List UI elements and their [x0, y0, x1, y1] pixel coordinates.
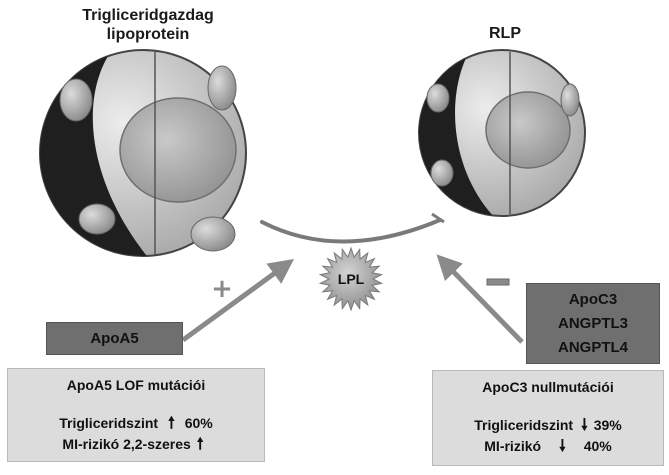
info-row-label: Trigliceridszint: [59, 415, 159, 431]
core-shape: [485, 91, 571, 169]
lpl-label: LPL: [338, 271, 365, 287]
apolipoprotein-blob: [78, 203, 116, 235]
down-arrow-icon: 🠗: [558, 438, 566, 455]
info-row-value: 39%: [593, 417, 622, 433]
apolipoprotein-blob: [426, 83, 450, 113]
particle-title-left: Trigliceridgazdag lipoprotein: [64, 6, 232, 44]
apolipoprotein-blob: [560, 83, 580, 117]
apoc3-null-info-box: ApoC3 nullmutációi Trigliceridszint 🠗 39…: [432, 370, 664, 466]
triglyceride-rich-lipoprotein-particle: [39, 49, 247, 257]
apolipoprotein-blob: [59, 78, 93, 122]
info-row-value: 60%: [184, 415, 213, 431]
inhibitor-box: ApoC3 ANGPTL3 ANGPTL4: [526, 283, 660, 364]
core-shape: [119, 97, 237, 203]
apolipoprotein-blob: [207, 65, 237, 111]
info-row-value: 40%: [583, 438, 612, 454]
inhibition-arrow: [436, 254, 524, 344]
inhibitor-item: ANGPTL3: [557, 315, 628, 332]
info-row: Trigliceridszint 🠕 60%: [8, 413, 264, 434]
info-row: MI-rizikó 🠗 40%: [433, 436, 663, 457]
activation-arrow: [181, 259, 295, 343]
info-row-label: MI-rizikó: [484, 438, 542, 454]
up-arrow-icon: 🠕: [196, 436, 204, 453]
info-title: ApoC3 nullmutációi: [482, 379, 614, 395]
particle-title-left-line2: lipoprotein: [106, 26, 190, 43]
info-title: ApoA5 LOF mutációi: [66, 377, 206, 393]
apolipoprotein-blob: [430, 159, 454, 187]
minus-sign: [486, 278, 510, 286]
apolipoprotein-blob: [190, 216, 236, 252]
particle-title-right: RLP: [489, 25, 521, 42]
down-arrow-icon: 🠗: [580, 417, 588, 434]
up-arrow-icon: 🠕: [167, 415, 175, 432]
info-row-label: Trigliceridszint: [474, 417, 574, 433]
inhibitor-item: ApoC3: [568, 291, 618, 308]
info-row: MI-rizikó 2,2-szeres 🠕: [8, 434, 264, 455]
lpl-starburst: [318, 246, 384, 312]
inhibitor-item: ANGPTL4: [557, 339, 628, 356]
apoa5-lof-info-box: ApoA5 LOF mutációi Trigliceridszint 🠕 60…: [7, 368, 265, 462]
plus-sign: +: [211, 274, 233, 304]
conversion-curve-end: [431, 212, 445, 224]
conversion-curve: [260, 218, 442, 244]
apoa5-label: ApoA5: [90, 330, 139, 347]
info-row: Trigliceridszint 🠗 39%: [433, 415, 663, 436]
info-row-label: MI-rizikó 2,2-szeres: [62, 436, 191, 452]
particle-title-left-line1: Trigliceridgazdag: [82, 7, 214, 24]
rlp-particle: [418, 49, 586, 217]
apoa5-box: ApoA5: [46, 322, 183, 355]
